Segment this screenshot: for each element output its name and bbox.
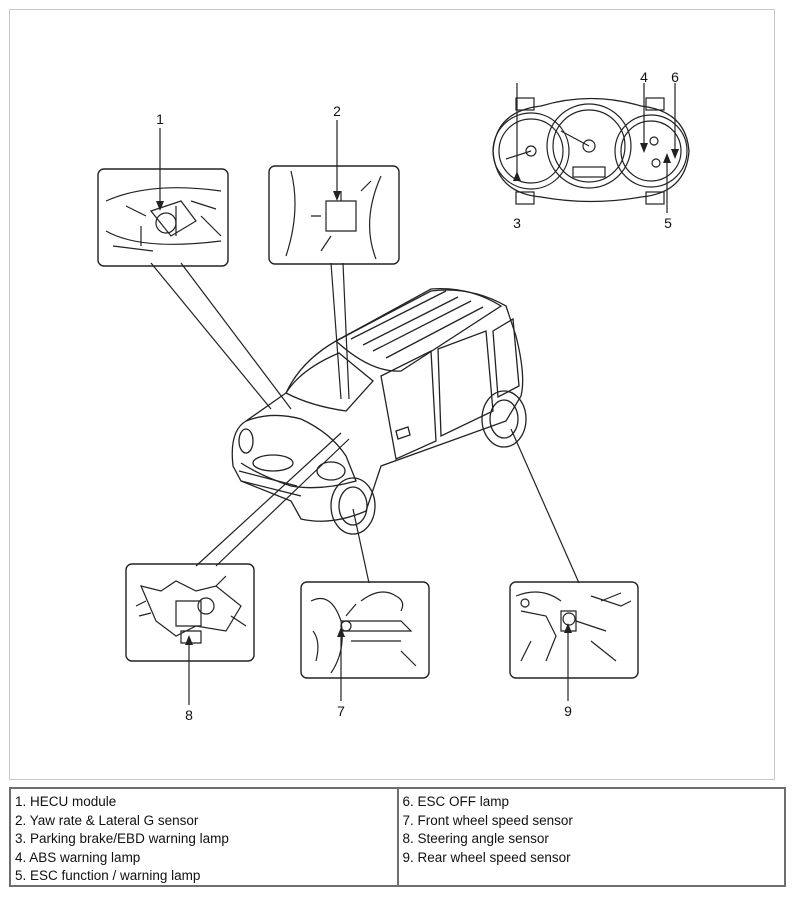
legend-item: 5. ESC function / warning lamp (15, 868, 201, 884)
legend-item: 8. Steering angle sensor (402, 831, 549, 847)
legend-item: 1. HECU module (15, 794, 117, 809)
legend-item: 6. ESC OFF lamp (402, 794, 510, 809)
car-illustration (231, 287, 527, 535)
inset-yaw-sensor (268, 165, 400, 265)
legend-table: 1. HECU module 2. Yaw rate & Lateral G s… (9, 787, 786, 887)
callout-7: 7 (337, 703, 345, 719)
callout-4: 4 (640, 69, 648, 85)
inset-hecu (97, 168, 229, 267)
callout-1: 1 (156, 111, 164, 127)
legend-item: 2. Yaw rate & Lateral G sensor (15, 812, 199, 828)
callout-3: 3 (513, 215, 521, 231)
callout-2: 2 (333, 103, 341, 119)
component-location-figure: 1 2 3 4 5 6 7 8 9 (9, 9, 775, 780)
callout-5: 5 (664, 215, 672, 231)
instrument-cluster (492, 83, 690, 213)
inset-front-wheel-sensor (300, 581, 430, 701)
callout-8: 8 (185, 707, 193, 723)
legend-column-right: 6. ESC OFF lamp 7. Front wheel speed sen… (396, 789, 785, 885)
callout-arrowheads (156, 143, 679, 645)
legend-item: 7. Front wheel speed sensor (402, 812, 573, 828)
callout-leaders (159, 120, 338, 209)
legend-item: 9. Rear wheel speed sensor (402, 849, 571, 865)
inset-rear-wheel-sensor (509, 581, 639, 701)
legend-item: 3. Parking brake/EBD warning lamp (15, 831, 229, 847)
inset-steering-angle (125, 563, 255, 705)
legend-column-left: 1. HECU module 2. Yaw rate & Lateral G s… (11, 789, 397, 885)
leader-lines (150, 262, 580, 584)
diagram-drawing (97, 83, 690, 705)
callout-9: 9 (564, 703, 572, 719)
callout-6: 6 (671, 69, 679, 85)
legend-item: 4. ABS warning lamp (15, 849, 141, 865)
